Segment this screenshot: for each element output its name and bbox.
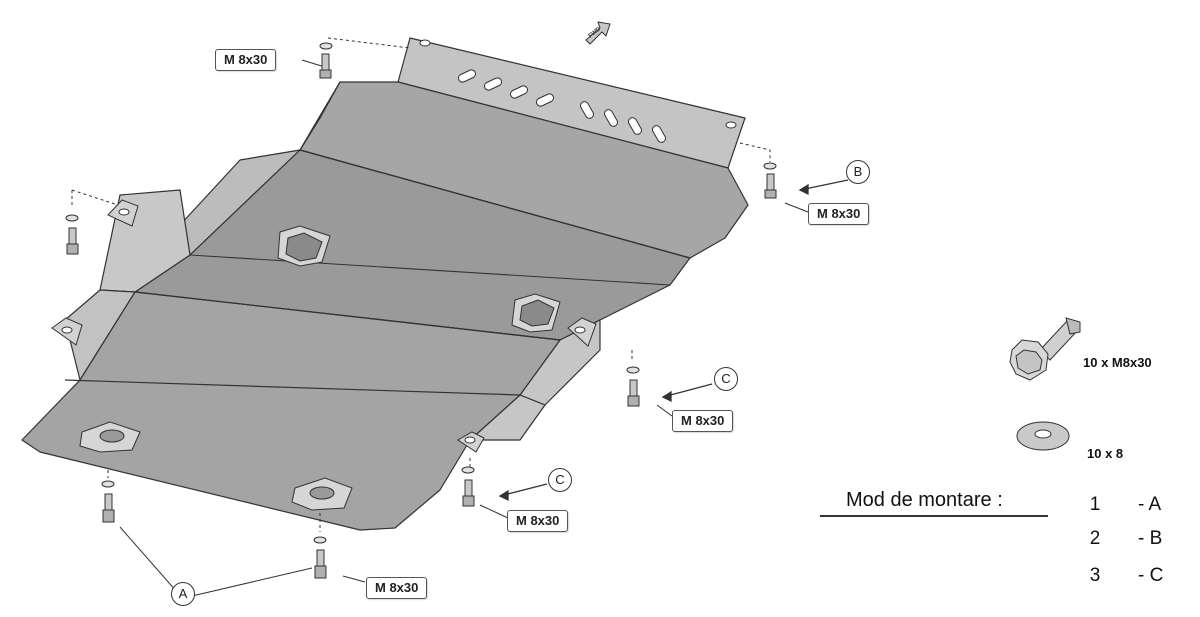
ref-circle-b: B bbox=[846, 160, 870, 184]
bolt-left bbox=[65, 214, 79, 255]
bolt-label-c2: M 8x30 bbox=[507, 510, 569, 532]
ref-circle-c1: C bbox=[714, 367, 738, 391]
legend-washer-icon bbox=[1016, 421, 1070, 451]
bolt-a2 bbox=[313, 536, 327, 579]
vent-slots bbox=[419, 39, 737, 143]
mounting-row-1-num: 1 bbox=[1089, 494, 1101, 515]
skid-plate bbox=[21, 37, 749, 531]
bolts bbox=[65, 42, 777, 579]
bolt-label-a: M 8x30 bbox=[366, 577, 428, 599]
legend-washer-count: 10 x 8 bbox=[1087, 446, 1124, 461]
legend-bolt-icon bbox=[1009, 317, 1081, 381]
bolt-label-b: M 8x30 bbox=[808, 203, 870, 225]
mounting-row-2-ref: - B bbox=[1138, 528, 1163, 549]
bolt-b bbox=[763, 162, 777, 199]
bolt-label-top: M 8x30 bbox=[215, 49, 277, 71]
mounting-row-1-ref: - A bbox=[1138, 494, 1162, 515]
leader-lines bbox=[119, 59, 809, 597]
mounting-title: Mod de montare : bbox=[846, 489, 1003, 511]
bolt-top bbox=[319, 42, 333, 79]
mounting-row-2-num: 2 bbox=[1089, 528, 1101, 549]
mount-tabs bbox=[51, 199, 597, 453]
legend-bolt-count: 10 x M8x30 bbox=[1083, 355, 1152, 370]
fwd-arrow-icon bbox=[585, 21, 611, 45]
bolt-c2 bbox=[461, 466, 475, 507]
ref-circle-a: A bbox=[171, 582, 195, 606]
mounting-row-3-num: 3 bbox=[1089, 565, 1101, 586]
mounting-row-3-ref: - C bbox=[1138, 565, 1164, 586]
mounting-underline bbox=[820, 515, 1048, 517]
bolt-label-c1: M 8x30 bbox=[672, 410, 734, 432]
bolt-c1 bbox=[626, 366, 640, 407]
ref-circle-c2: C bbox=[548, 468, 572, 492]
guide-lines bbox=[71, 37, 771, 532]
boss-pads bbox=[79, 225, 561, 511]
bolt-a1 bbox=[101, 480, 115, 523]
pointer-arrows bbox=[498, 179, 849, 502]
